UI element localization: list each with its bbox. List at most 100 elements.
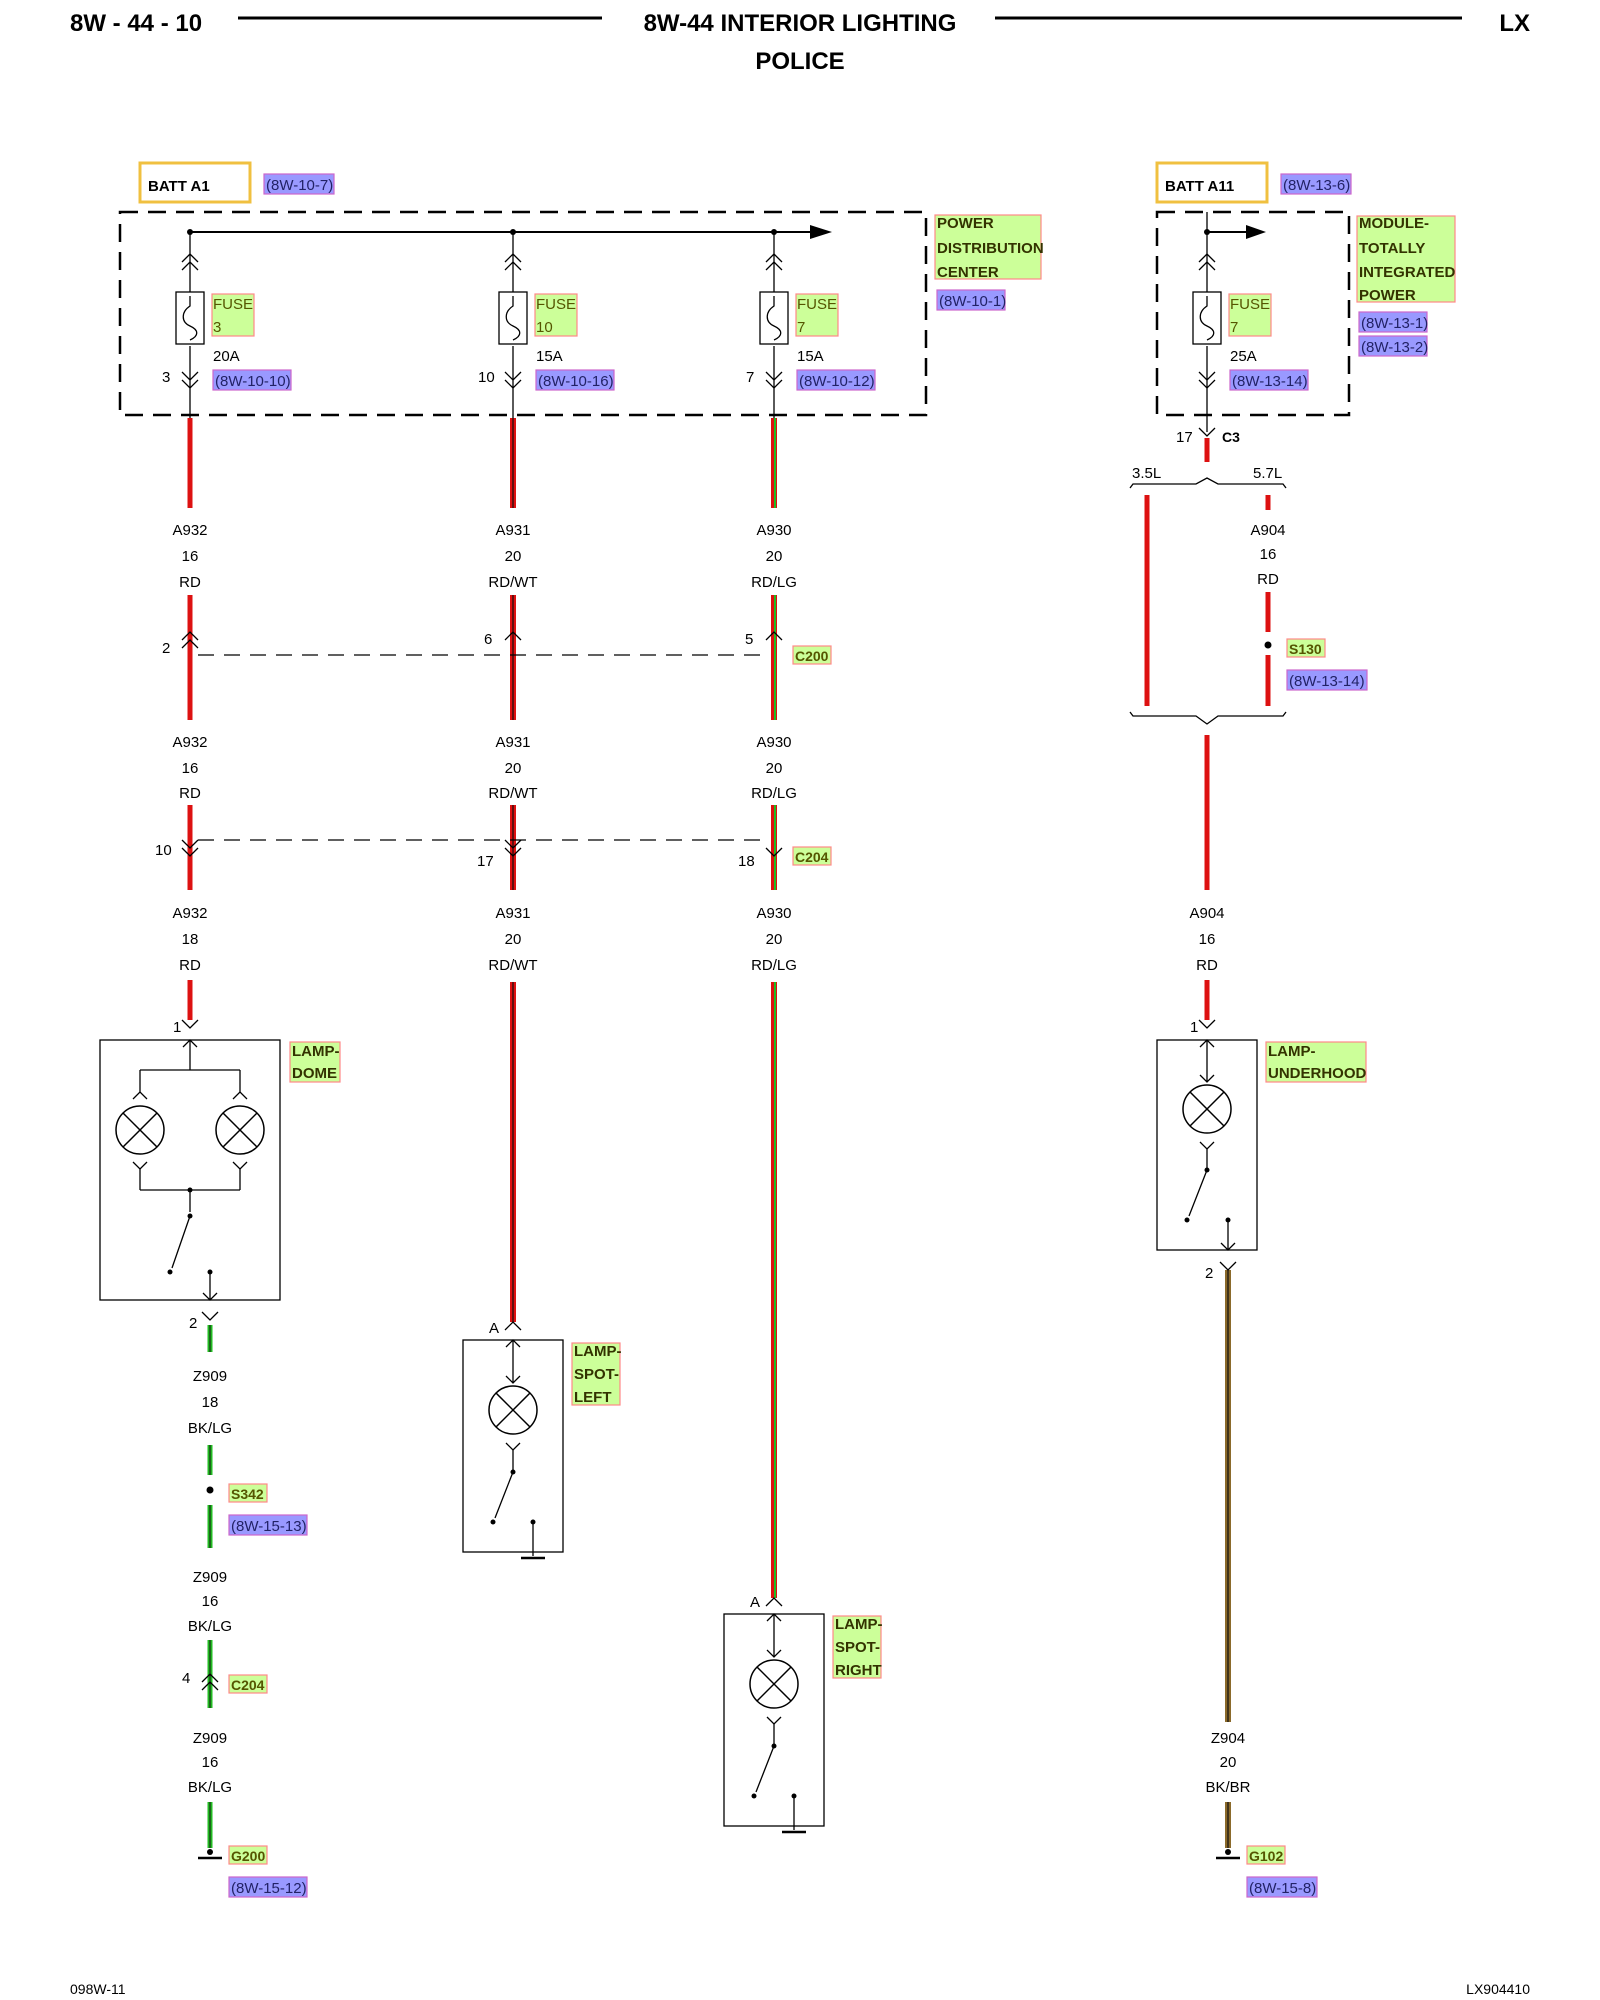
fuse-7-tipm-ref-box [1229,369,1309,391]
engine-split-bracket [1129,477,1287,725]
svg-text:RD/LG: RD/LG [751,957,797,974]
lamp-spot-right-label-3: RIGHT [835,1662,882,1679]
lamp-dome-pin-1: 1 [173,1019,181,1036]
svg-text:A930: A930 [756,522,791,539]
fuse-10-ref[interactable]: (8W-10-16) [538,373,614,390]
batt-a11-box [1155,161,1269,204]
svg-text:RD/WT: RD/WT [488,957,537,974]
lamp-dome-pin-2: 2 [189,1315,197,1332]
c204-name: C204 [795,849,829,865]
batt-a1-ref-box [263,173,335,195]
svg-text:RD: RD [1257,571,1279,588]
batt-a1-label: BATT A1 [148,178,210,195]
svg-text:A932: A932 [172,522,207,539]
svg-text:16: 16 [182,548,199,565]
fuse-7-tipm-ref[interactable]: (8W-13-14) [1232,373,1308,390]
batt-a11-ref[interactable]: (8W-13-6) [1283,177,1350,194]
fuse-7-tipm [1192,253,1222,389]
svg-text:RD/LG: RD/LG [751,574,797,591]
lamp-spot-left-tag-box [571,1342,621,1406]
fuse-3-tag-box [211,293,255,337]
c204-pin-17: 17 [477,853,494,870]
lamp-spot-right-label-1: LAMP- [835,1616,883,1633]
svg-text:A931: A931 [495,905,530,922]
svg-text:BK/LG: BK/LG [188,1618,232,1635]
s342-ref[interactable]: (8W-15-13) [231,1518,307,1535]
wire-label-a931-1: A931 20 RD/WT [488,522,537,591]
lamp-spot-left [462,1321,564,1560]
s342-splice-dot [206,1486,214,1494]
fuse-10-num: 10 [536,319,553,336]
fuse-3-ref-box [212,369,292,391]
svg-text:A904: A904 [1189,905,1224,922]
fuse-7-tipm-amp: 25A [1230,348,1257,365]
g200-ref[interactable]: (8W-15-12) [231,1880,307,1897]
c200-pin-2: 2 [162,640,170,657]
svg-text:A932: A932 [172,734,207,751]
svg-text:Z909: Z909 [193,1368,227,1385]
svg-text:BK/BR: BK/BR [1205,1779,1250,1796]
svg-text:16: 16 [182,760,199,777]
tipm-ref-1-box [1358,311,1428,333]
tipm-label-1: MODULE- [1359,215,1429,232]
s130-ref[interactable]: (8W-13-14) [1289,673,1365,690]
fuse-10 [498,253,528,389]
wires [187,418,1271,1848]
pdc-label-3: CENTER [937,264,999,281]
svg-text:A904: A904 [1250,522,1285,539]
svg-text:RD: RD [179,574,201,591]
pdc-tag-box [934,214,1042,280]
wire-label-z909-2: Z909 16 BK/LG [188,1569,232,1635]
svg-text:16: 16 [202,1593,219,1610]
batt-a11-label: BATT A11 [1165,178,1234,195]
lamp-spot-left-label-1: LAMP- [574,1343,622,1360]
c204-pin-18: 18 [738,853,755,870]
svg-text:A931: A931 [495,734,530,751]
svg-text:20: 20 [766,931,783,948]
svg-text:20: 20 [505,760,522,777]
c204-pin-10: 10 [155,842,172,859]
fuse-7-pdc-amp: 15A [797,348,824,365]
fuse-7-pdc [759,253,789,389]
g200-ref-box [228,1876,308,1898]
c200-name: C200 [795,648,829,664]
engine-left-label: 3.5L [1132,465,1161,482]
lamp-underhood-tag-box [1265,1041,1367,1083]
fuse-10-word: FUSE [536,296,576,313]
s130-name: S130 [1289,641,1322,657]
lamp-spot-right [723,1597,825,1834]
wire-label-a930-3: A930 20 RD/LG [751,905,797,974]
tipm-label-4: POWER [1359,287,1416,304]
fuse-7-pdc-ref-box [796,369,876,391]
svg-text:A930: A930 [756,734,791,751]
c204-ground-tag-box [228,1674,268,1694]
lamp-underhood [1156,1019,1258,1271]
fuse-3 [175,253,205,389]
svg-text:BK/LG: BK/LG [188,1420,232,1437]
g102-ref[interactable]: (8W-15-8) [1249,1880,1316,1897]
pdc-bus [187,225,832,418]
svg-text:20: 20 [766,760,783,777]
g200-name: G200 [231,1848,265,1864]
svg-text:20: 20 [505,931,522,948]
lamp-dome-tag-box [289,1041,341,1083]
svg-text:Z909: Z909 [193,1730,227,1747]
lamp-spot-right-label-2: SPOT- [835,1639,880,1656]
batt-a1-box [138,161,252,204]
lamp-spot-right-pin: A [750,1594,760,1611]
fuse-10-pin: 10 [478,369,495,386]
tipm-ref-1[interactable]: (8W-13-1) [1361,315,1428,332]
wire-label-a904-1: A904 16 RD [1250,522,1285,588]
batt-a1-ref[interactable]: (8W-10-7) [266,177,333,194]
wire-label-a931-2: A931 20 RD/WT [488,734,537,802]
pdc-ref[interactable]: (8W-10-1) [939,293,1006,310]
s130-ref-box [1286,669,1368,691]
pdc-label-1: POWER [937,215,994,232]
fuse-3-ref[interactable]: (8W-10-10) [215,373,291,390]
c3-pin: 17 [1176,429,1193,446]
fuse-3-num: 3 [213,319,221,336]
fuse-7-pdc-ref[interactable]: (8W-10-12) [799,373,875,390]
lamp-spot-left-label-2: SPOT- [574,1366,619,1383]
tipm-ref-2[interactable]: (8W-13-2) [1361,339,1428,356]
fuse-3-amp: 20A [213,348,240,365]
